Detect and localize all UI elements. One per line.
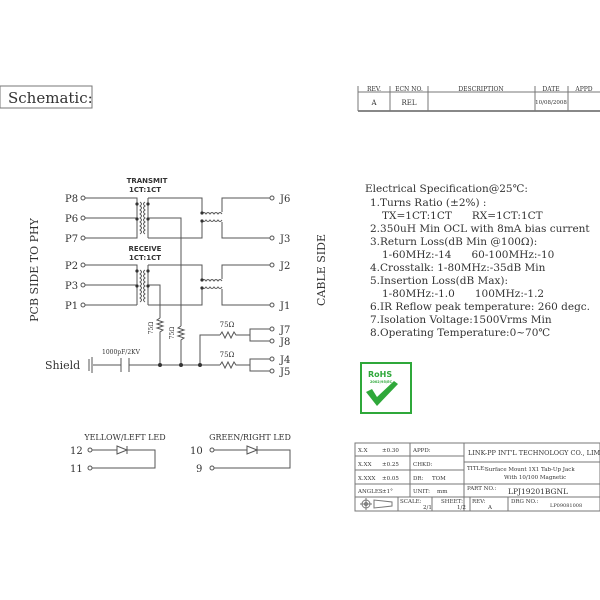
appd-header: APPD [574,86,592,93]
pcb-side-label: PCB SIDE TO PHY [28,217,41,321]
pin-j7: J7 [279,325,290,336]
dr-value: TOM [432,476,446,482]
transmit-ratio: 1CT:1CT [129,186,161,194]
cable-side-label: CABLE SIDE [315,234,328,306]
resistor-label: 75Ω [169,327,176,340]
spec-line: 1-80MHz:-1.0 100MHz:-1.2 [382,288,544,300]
pin-11: 11 [70,464,83,475]
electrical-spec: Electrical Specification@25℃: 1.Turns Ra… [365,183,590,339]
wiring: 75Ω 75Ω 75Ω 75Ω 1000pF/2KV Shield [45,195,275,374]
spec-line: 6.IR Reflow peak temperature: 260 degc. [370,301,590,313]
unit-label: UNIT: [413,489,430,495]
spec-line: 3.Return Loss(dB Min @100Ω): [370,236,537,248]
title-line2: With 10/100 Magnetic [504,475,566,481]
unit-value: mm [437,489,448,495]
spec-line: 8.Operating Temperature:0~70℃ [370,327,550,339]
green-led-label: GREEN/RIGHT LED [209,433,291,442]
pin-p7: P7 [65,234,78,245]
pin-j8: J8 [279,337,290,348]
rohs-sub: 2002/95/EC [370,380,393,384]
pin-p8: P8 [65,194,78,205]
pin-j1: J1 [279,301,290,312]
pin-12: 12 [70,446,83,457]
rev-value: A [487,505,493,511]
description-header: DESCRIPTION [458,86,503,93]
title-label: TITLE: [467,466,486,472]
spec-line: 4.Crosstalk: 1-80MHz:-35dB Min [370,262,546,274]
resistor-label: 75Ω [148,322,155,335]
ecn-value: REL [401,99,416,107]
resistor-label: 75Ω [220,351,235,359]
pin-p3: P3 [65,281,78,292]
tol-xxx-label: X.XXX [358,476,375,482]
angles-value: ±1° [382,489,393,495]
scale-label: SCALE: [400,499,422,505]
spec-line: 7.Isolation Voltage:1500Vrms Min [370,314,552,326]
drg-label: DRG NO.: [511,499,538,505]
pin-p6: P6 [65,214,78,225]
pin-p2: P2 [65,261,78,272]
spec-line: TX=1CT:1CT RX=1CT:1CT [382,210,543,222]
pin-p1: P1 [65,301,78,312]
schematic-header: Schematic: [0,85,93,109]
rev-header: REV. [367,86,381,93]
spec-title: Electrical Specification@25℃: [365,183,528,195]
rev-value: A [370,99,377,107]
chkd-label: CHKD: [413,462,433,468]
shield-label: Shield [45,359,80,372]
tol-xxx-value: ±0.05 [382,476,399,482]
spec-line: 1.Turns Ratio (±2%) : [370,197,486,209]
resistor-label: 75Ω [220,321,235,329]
page-title: Schematic: [8,89,93,107]
yellow-led: YELLOW/LEFT LED 12 11 [70,433,166,475]
yellow-led-label: YELLOW/LEFT LED [83,433,165,442]
spec-line: 2.350uH Min OCL with 8mA bias current [370,223,590,235]
pin-j2: J2 [279,261,290,272]
company-name: LINK-PP INT'L TECHNOLOGY CO., LIMITED [468,449,600,457]
date-header: DATE [542,86,559,93]
spec-line: 5.Insertion Loss(dB Max): [370,275,508,287]
tol-xx-value: ±0.25 [382,462,399,468]
part-label: PART NO.: [467,486,496,492]
checkmark-icon [366,381,398,406]
date-value: 10/08/2008 [535,100,567,106]
scale-value: 2/1 [423,505,432,511]
sheet-value: 1/2 [457,505,466,511]
pin-j3: J3 [279,234,290,245]
receive-label: RECEIVE [129,245,162,253]
pin-10: 10 [190,446,203,457]
tol-x-value: ±0.30 [382,448,399,454]
right-pins: J6 J3 J2 J1 J7 J8 J4 J5 [279,194,290,378]
pin-j6: J6 [279,194,290,205]
tol-xx-label: X.XX [358,462,372,468]
title-line1: Surface Mount 1X1 Tab-Up Jack [485,467,575,473]
spec-line: 1-60MHz:-14 60-100MHz:-10 [382,249,554,261]
angles-label: ANGLES [357,489,383,495]
pin-9: 9 [196,464,202,475]
green-led: GREEN/RIGHT LED 10 9 [190,433,291,475]
ecn-header: ECN NO. [395,86,423,93]
sheet-label: SHEET: [441,499,463,505]
appd-label: APPD: [412,448,431,454]
revision-table: REV. ECN NO. DESCRIPTION DATE APPD A REL… [357,86,600,112]
rohs-logo: RoHS 2002/95/EC [360,362,412,414]
left-pins: P8 P6 P7 P2 P3 P1 [65,194,78,312]
capacitor-label: 1000pF/2KV [102,349,141,356]
drg-value: LP09081008 [550,503,582,509]
transmit-label: TRANSMIT [127,177,168,185]
projection-symbol-icon [360,498,393,510]
receive-ratio: 1CT:1CT [129,254,161,262]
pin-j4: J4 [279,355,290,366]
title-block: X.X ±0.30 X.XX ±0.25 X.XXX ±0.05 ANGLES … [354,442,600,512]
rev-label: REV: [472,499,486,505]
tol-x-label: X.X [358,448,368,454]
part-number: LPJ19201BGNL [508,487,568,496]
pin-j5: J5 [279,367,290,378]
dr-label: DR: [413,476,424,482]
rohs-label: RoHS [368,370,392,379]
